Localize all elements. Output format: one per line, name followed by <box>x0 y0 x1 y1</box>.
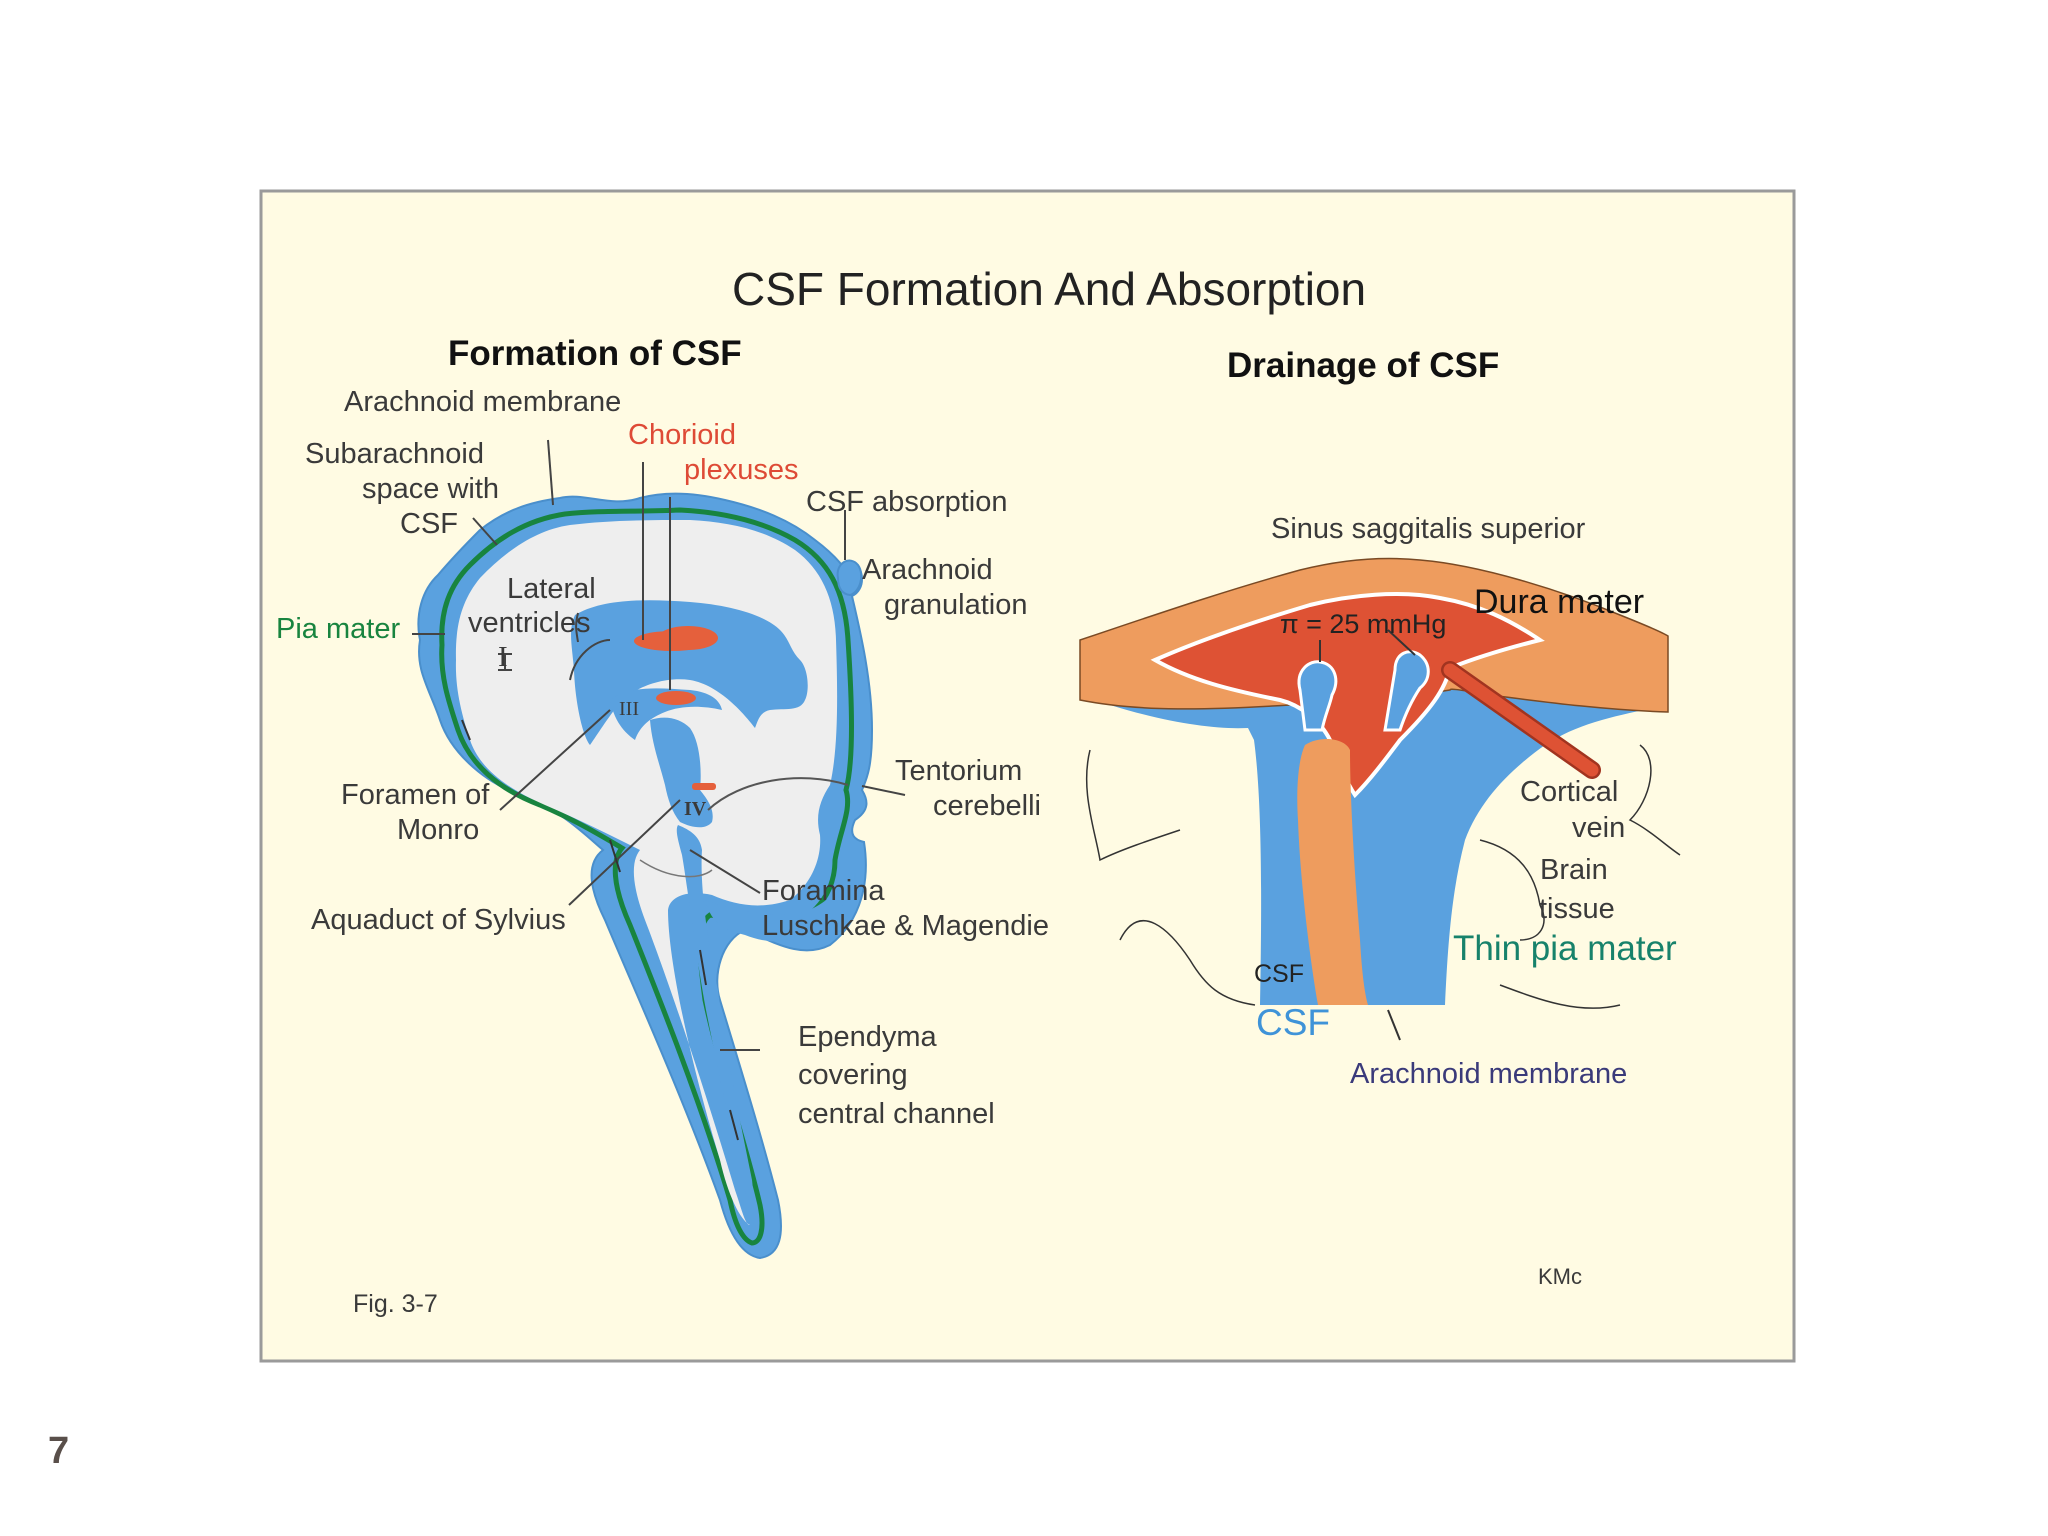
label-lateral-ventricles-2: ventricles <box>468 607 591 639</box>
author-mark: KMc <box>1538 1264 1582 1289</box>
chorioid-plexus-fourth <box>692 783 716 790</box>
label-aquaduct: Aquaduct of Sylvius <box>311 904 566 936</box>
label-tentorium-2: cerebelli <box>933 790 1041 822</box>
label-thin-pia-mater: Thin pia mater <box>1453 929 1677 968</box>
figure-title: CSF Formation And Absorption <box>732 263 1367 315</box>
label-pia-mater: Pia mater <box>276 613 401 645</box>
fourth-ventricle <box>650 717 713 828</box>
arachnoid-granulation-right <box>1383 650 1430 732</box>
label-arachnoid-granulation-1: Arachnoid <box>862 554 993 586</box>
label-chorioid-2: plexuses <box>684 454 799 486</box>
label-arachnoid-granulation-2: granulation <box>884 589 1028 621</box>
label-csf-large: CSF <box>1256 1002 1330 1043</box>
label-brain-tissue-1: Brain <box>1540 854 1608 886</box>
brain-tissue-outlines <box>1085 744 1681 1009</box>
label-csf-absorption: CSF absorption <box>806 486 1008 518</box>
label-dura-mater: Dura mater <box>1474 583 1645 621</box>
label-subarachnoid-3: CSF <box>400 508 458 540</box>
label-csf-small: CSF <box>1254 960 1304 988</box>
central-canal <box>676 825 753 1197</box>
arachnoid-membrane-stalk <box>1297 738 1368 1005</box>
chorioid-plexus-lateral-2 <box>658 626 718 650</box>
label-arachnoid-membrane: Arachnoid membrane <box>344 386 622 418</box>
cortical-vein-inner <box>1443 663 1599 777</box>
tentorium-line <box>707 777 849 811</box>
label-foramen-monro-2: Monro <box>397 814 480 846</box>
drainage-heading: Drainage of CSF <box>1227 346 1500 385</box>
page-number: 7 <box>48 1430 70 1472</box>
label-ventricle-iv: IV <box>684 798 707 820</box>
label-foramina-2: Luschkae & Magendie <box>762 910 1049 942</box>
label-brain-tissue-2: tissue <box>1539 893 1615 925</box>
third-ventricle <box>610 688 722 740</box>
cisterna <box>705 870 848 942</box>
label-foramen-monro-1: Foramen of <box>341 779 490 811</box>
drainage-diagram <box>1079 557 1681 1041</box>
subarachnoid-csf-region <box>1080 678 1668 1005</box>
label-tentorium-1: Tentorium <box>895 755 1023 787</box>
pia-mater-line <box>439 507 854 1246</box>
label-foramina-1: Foramina <box>762 875 885 907</box>
label-subarachnoid-2: space with <box>362 473 500 505</box>
lateral-ventricle <box>571 600 808 745</box>
arachnoid-granulation <box>836 559 863 597</box>
label-ventricle-iii: III <box>619 698 639 720</box>
label-ependyma-3: central channel <box>798 1098 995 1130</box>
arachnoid-granulation-left <box>1297 660 1338 732</box>
label-ventricle-i: I <box>498 641 508 673</box>
label-cortical-vein-1: Cortical <box>1520 776 1619 808</box>
label-ependyma-2: covering <box>798 1059 908 1091</box>
formation-heading: Formation of CSF <box>448 334 742 373</box>
pointer-lines <box>412 439 906 1051</box>
brain-sagittal-diagram <box>412 439 906 1260</box>
label-ependyma-1: Ependyma <box>798 1021 937 1053</box>
label-arachnoid-membrane-right: Arachnoid membrane <box>1350 1058 1628 1090</box>
cerebellum-outline <box>639 859 713 878</box>
label-subarachnoid-1: Subarachnoid <box>305 438 484 470</box>
flow-arrows <box>461 719 739 1141</box>
label-pressure: π = 25 mmHg <box>1280 609 1447 639</box>
label-lateral-ventricles-1: Lateral <box>507 573 596 605</box>
label-sinus: Sinus saggitalis superior <box>1271 513 1586 545</box>
figure-label: Fig. 3-7 <box>353 1290 438 1318</box>
label-chorioid-1: Chorioid <box>628 419 736 451</box>
label-cortical-vein-2: vein <box>1572 812 1626 844</box>
chorioid-plexus-third <box>656 691 696 705</box>
drainage-pointer-lines <box>1319 629 1416 1041</box>
